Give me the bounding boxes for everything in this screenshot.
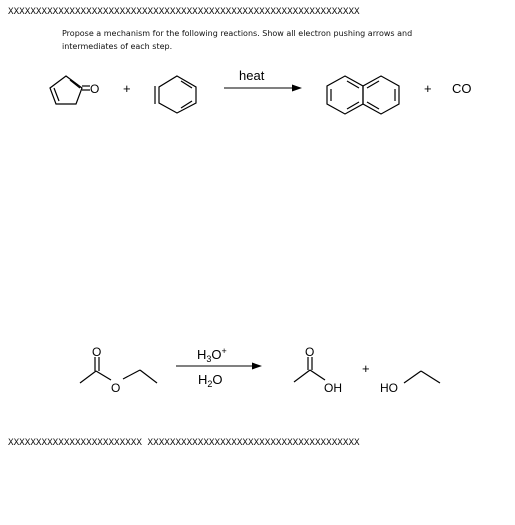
- plus-sign-3: +: [362, 361, 370, 376]
- prompt-line-2: intermediates of each step.: [62, 42, 173, 51]
- reaction-arrow-2: [176, 362, 262, 370]
- naphthalene-structure: [326, 75, 400, 115]
- acetic-acid-structure: [293, 357, 326, 383]
- ethanol-hydroxyl-label: HO: [380, 381, 398, 395]
- plus-sign-1: +: [123, 81, 131, 96]
- prompt-line-1: Propose a mechanism for the following re…: [62, 29, 413, 38]
- ketone-oxygen-label: O: [90, 82, 99, 96]
- reagent-water: H2O: [198, 372, 223, 389]
- acid-hydroxyl-label: OH: [324, 381, 342, 395]
- arrow-label-heat: heat: [239, 68, 265, 83]
- reaction-arrow-1: [224, 84, 302, 92]
- plus-sign-2: +: [424, 81, 432, 96]
- ethyl-acetate-structure: [79, 357, 158, 384]
- cyclopentadienone-structure: [49, 75, 90, 105]
- benzyne-structure: [154, 75, 197, 114]
- reagent-hydronium: H3O+: [197, 346, 227, 364]
- x-separator-bottom: XXXXXXXXXXXXXXXXXXXXXXXX XXXXXXXXXXXXXXX…: [8, 437, 360, 448]
- x-separator-top: XXXXXXXXXXXXXXXXXXXXXXXXXXXXXXXXXXXXXXXX…: [8, 6, 360, 17]
- ester-linking-oxygen: O: [111, 381, 120, 395]
- question-prompt: Propose a mechanism for the following re…: [62, 27, 462, 53]
- carbon-monoxide-label: CO: [452, 81, 472, 96]
- acid-carbonyl-oxygen: O: [305, 345, 314, 359]
- ethanol-structure: [403, 370, 441, 384]
- ester-carbonyl-oxygen: O: [92, 345, 101, 359]
